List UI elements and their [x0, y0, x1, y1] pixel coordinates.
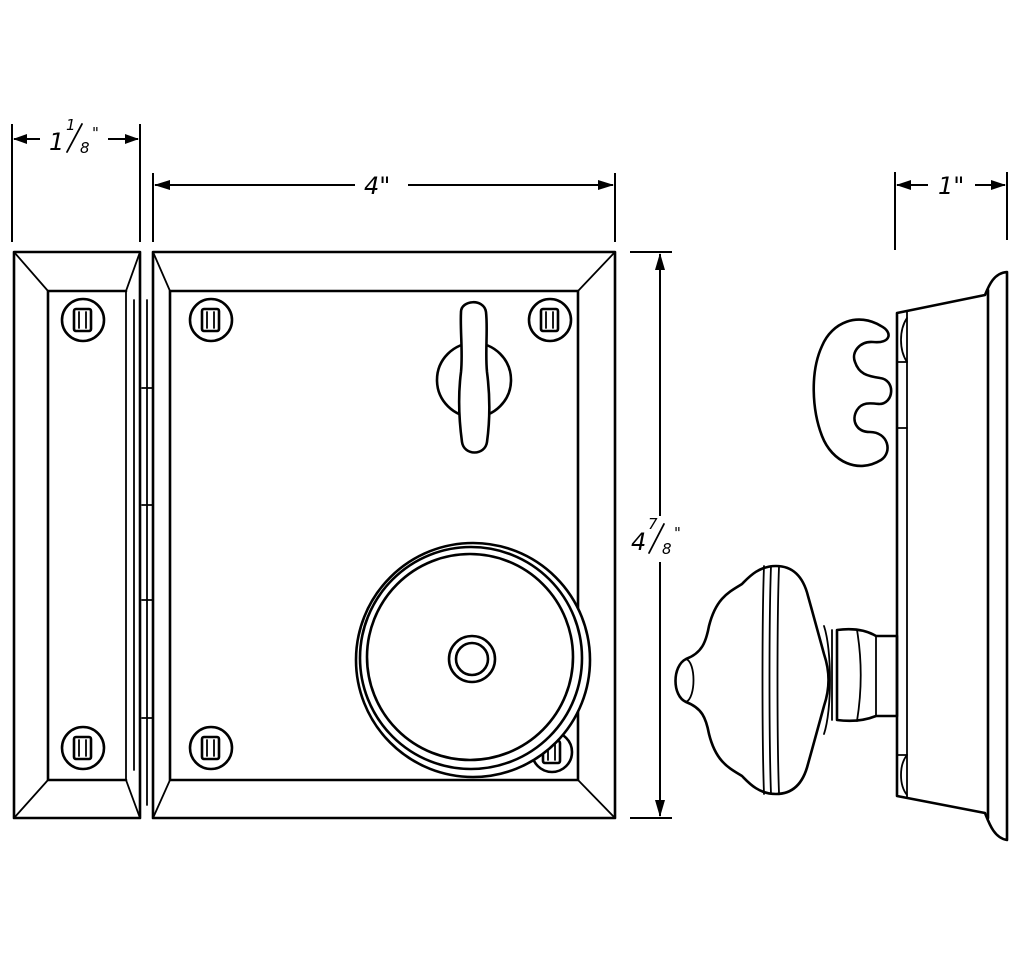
arrow-icon — [13, 134, 27, 144]
dim-depth-label: 1" — [938, 172, 964, 200]
dim-strike-den: 8 — [80, 139, 90, 157]
dim-strike-num: 1 — [66, 116, 76, 134]
knob-spindle — [831, 627, 899, 723]
dim-height-inch: " — [674, 524, 681, 542]
arrow-icon — [991, 180, 1006, 190]
screw-head — [188, 297, 234, 343]
screw-head — [527, 297, 573, 343]
dim-height-num: 7 — [648, 515, 658, 533]
arrow-icon — [154, 180, 170, 190]
dim-strike-whole: 1 — [49, 128, 64, 156]
screw-head — [60, 725, 106, 771]
lock-body — [151, 250, 617, 820]
arrow-icon — [655, 800, 665, 817]
dimension-strike-width: 1 1 8 " — [11, 116, 141, 242]
dim-height-den: 8 — [662, 540, 672, 558]
thumb-turn — [435, 300, 513, 454]
dim-lock-width-label: 4" — [364, 172, 390, 200]
arrow-icon — [896, 180, 911, 190]
lock-side-view — [674, 270, 1009, 842]
arrow-icon — [655, 253, 665, 270]
arrow-icon — [125, 134, 139, 144]
dimension-height: 4 7 8 " — [630, 251, 681, 819]
knob-rose — [354, 541, 592, 779]
arrow-icon — [598, 180, 614, 190]
screw-head — [188, 725, 234, 771]
dim-strike-inch: " — [92, 124, 99, 142]
strike-plate — [12, 250, 142, 820]
keeper-hook — [812, 318, 893, 468]
hinge-knuckles — [141, 299, 153, 806]
screw-head — [60, 297, 106, 343]
dimension-lock-width: 4" — [152, 172, 616, 242]
knob — [674, 564, 831, 796]
dim-height-whole: 4 — [631, 528, 646, 556]
dimension-depth: 1" — [894, 172, 1008, 250]
